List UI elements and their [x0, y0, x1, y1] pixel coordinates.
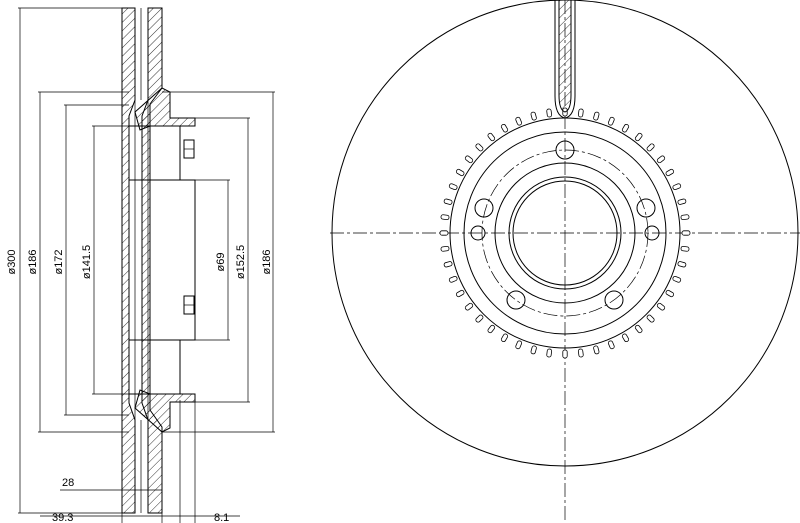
- dim-186-right: ø186: [261, 249, 273, 274]
- vent-slot: [464, 302, 474, 311]
- dim-height-39-3: 39.3: [52, 512, 73, 523]
- bolt-hole-4: [506, 290, 526, 310]
- vent-slot: [677, 261, 687, 268]
- vent-slot: [515, 340, 523, 350]
- vent-slot: [672, 275, 682, 283]
- dim-offset-8-1: 8.1: [214, 512, 229, 523]
- vent-slot: [656, 302, 666, 311]
- vent-slot: [530, 111, 537, 121]
- vent-slot: [487, 324, 496, 334]
- vent-slot: [621, 123, 630, 133]
- dim-172: ø172: [53, 249, 65, 274]
- bolt-hole-1: [555, 140, 575, 160]
- dimension-lines: [18, 7, 275, 523]
- vent-slot: [475, 314, 484, 323]
- vent-slot: [455, 289, 465, 298]
- vent-slot: [593, 111, 600, 121]
- vent-slot: [487, 132, 496, 142]
- vent-slot: [577, 108, 584, 118]
- vent-slot-ring: [439, 107, 691, 359]
- locating-hole-right: [644, 225, 660, 241]
- vent-slot: [621, 333, 630, 343]
- dim-141-5: ø141.5: [81, 245, 93, 279]
- dim-152-5: ø152.5: [235, 245, 247, 279]
- locating-hole-left: [470, 225, 486, 241]
- vent-slot: [665, 168, 675, 177]
- hat-flange-top: [134, 87, 196, 131]
- vent-slot: [665, 289, 675, 298]
- right-friction-ring: [141, 7, 163, 514]
- hat-inner-circle: [463, 131, 667, 335]
- vent-slot: [634, 132, 643, 142]
- dim-69: ø69: [215, 253, 227, 272]
- vent-slot: [607, 340, 615, 350]
- bolt-holes: [470, 140, 660, 310]
- hat-flange-bottom: [134, 389, 196, 433]
- center-bore-outer: [508, 176, 622, 290]
- vent-slot: [646, 143, 655, 152]
- vent-section-slot: [558, 0, 572, 113]
- section-view: [121, 7, 196, 514]
- hub-face: [179, 126, 196, 394]
- vent-slot: [443, 261, 453, 268]
- dim-186-left: ø186: [27, 249, 39, 274]
- dim-outer-diameter: ø300: [6, 249, 18, 274]
- vent-slot: [546, 348, 553, 358]
- front-view: [330, 0, 800, 523]
- vent-slot: [680, 245, 690, 252]
- outer-rim: [331, 0, 799, 467]
- center-bore-inner: [512, 180, 618, 286]
- vent-slot: [593, 345, 600, 355]
- vent-slot: [515, 116, 523, 126]
- bolt-hole-5: [604, 290, 624, 310]
- vent-slot: [439, 230, 449, 236]
- vent-slot: [448, 275, 458, 283]
- vent-slot: [475, 143, 484, 152]
- vent-slot: [680, 214, 690, 221]
- vent-slot: [607, 116, 615, 126]
- bolt-hole-3: [636, 198, 656, 218]
- vent-slot: [562, 349, 568, 359]
- vent-slot: [677, 198, 687, 205]
- vent-slot: [646, 314, 655, 323]
- dim-thickness-28: 28: [62, 477, 74, 489]
- vent-slot: [672, 183, 682, 191]
- vent-slot: [440, 245, 450, 252]
- vent-slot: [681, 230, 691, 236]
- vent-slot: [464, 155, 474, 164]
- vent-slot: [577, 348, 584, 358]
- vent-slot: [634, 324, 643, 334]
- bolt-hole-2: [474, 198, 494, 218]
- vent-slot: [500, 333, 509, 343]
- vent-slot: [500, 123, 509, 133]
- left-friction-ring: [121, 7, 136, 514]
- vent-slot: [448, 183, 458, 191]
- vent-slot: [546, 108, 553, 118]
- vent-slot: [440, 214, 450, 221]
- vent-slot: [455, 168, 465, 177]
- vent-slot: [656, 155, 666, 164]
- bolt-circle: [481, 149, 649, 317]
- dimension-labels: ø300 ø186 ø172 ø141.5 ø69 ø152.5 ø186 28…: [6, 245, 273, 523]
- vent-slot: [443, 198, 453, 205]
- hub-face-circle: [494, 162, 636, 304]
- vent-slot: [530, 345, 537, 355]
